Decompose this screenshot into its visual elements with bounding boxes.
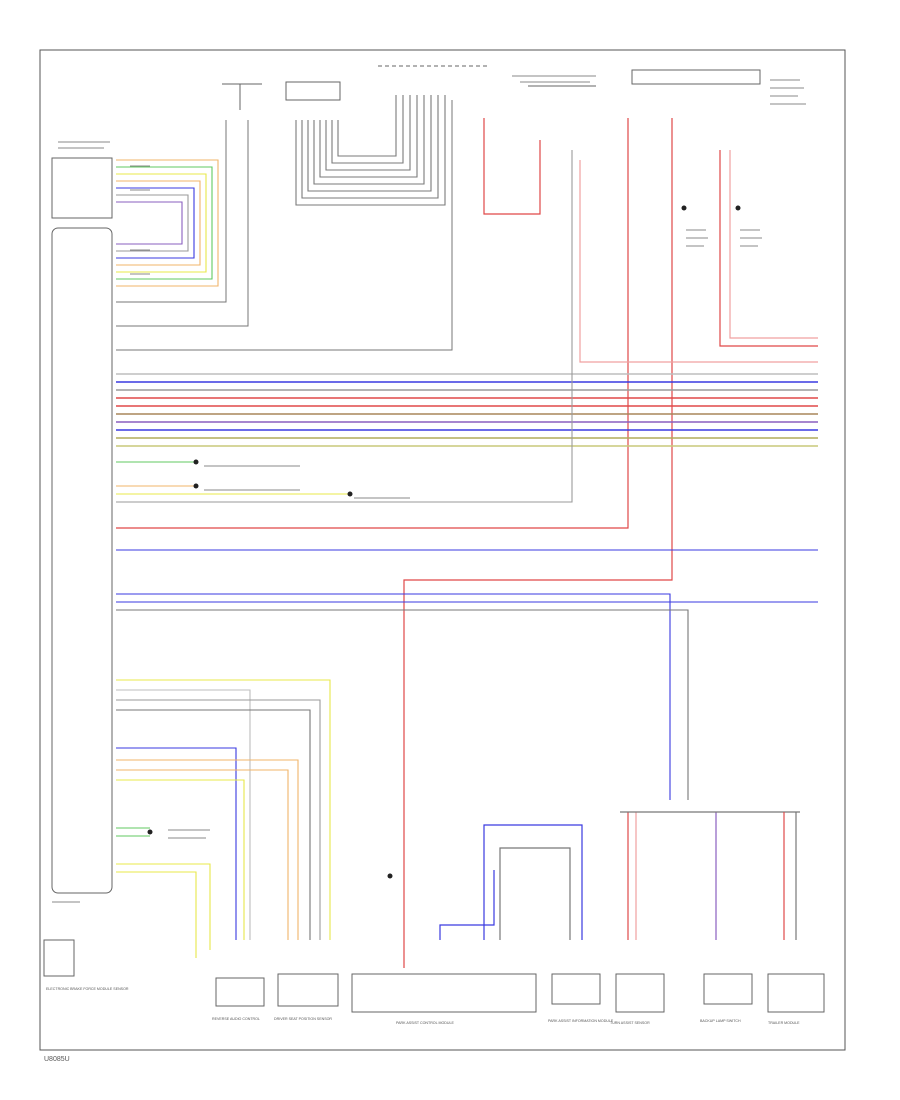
main-bus [116,373,818,447]
upper-feeds [116,100,453,351]
fine-print-marks [52,75,806,903]
footer-code: U8085U [44,1056,70,1063]
bottom-label-4: PARK ASSIST CONTROL MODULE [396,1021,454,1025]
splice-points [147,205,741,879]
bottom-label-7: BACKUP LAMP SWITCH [700,1019,741,1023]
red-runs [116,118,818,968]
bottom-label-2: REVERSE AUDIO CONTROL [212,1017,260,1021]
left-color-loops [116,159,219,287]
bottom-label-5: PARK ASSIST INFORMATION MODULE [548,1019,614,1023]
gray-bundle [295,95,446,206]
diagram-frame [39,49,846,1051]
bottom-label-8: TRAILER MODULE [768,1021,800,1025]
right-harness [439,811,800,940]
bottom-label-3: DRIVER SEAT POSITION SENSOR [274,1017,332,1021]
lower-fan [116,679,331,958]
bottom-label-group: ELECTRONIC BRAKE FORCE MODULE SENSOR REV… [46,987,800,1025]
top-connectors [222,65,761,110]
bottom-modules [43,939,825,1013]
bottom-label-1: ELECTRONIC BRAKE FORCE MODULE SENSOR [46,987,129,991]
stubs [116,150,818,800]
control-module-left [51,157,113,894]
bottom-label-6: TURN ASSIST SENSOR [610,1021,650,1025]
